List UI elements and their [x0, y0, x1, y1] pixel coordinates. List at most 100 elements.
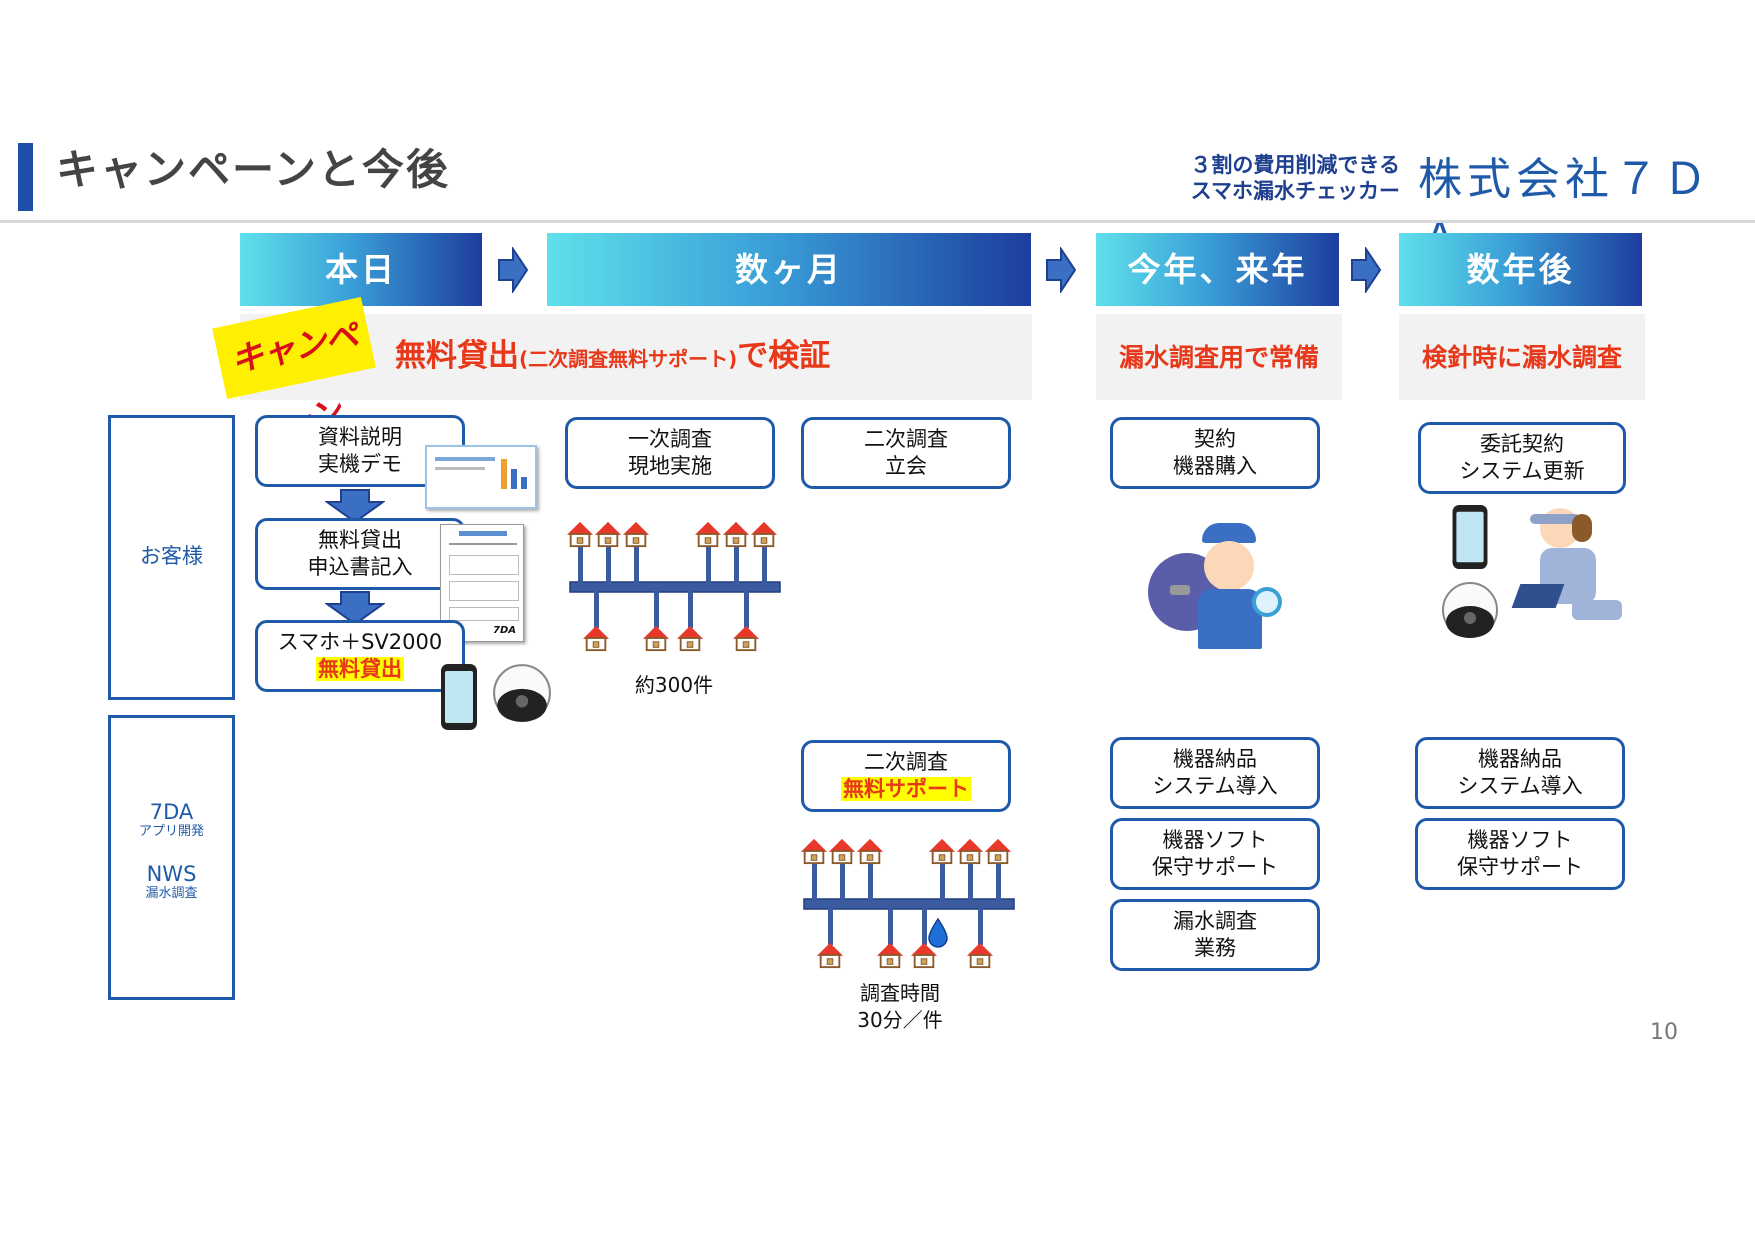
caption-count: 約300件: [634, 673, 714, 697]
box-line: 現地実施: [628, 454, 712, 478]
box-line: スマホ＋SV2000: [277, 630, 443, 654]
pipe-network-diagram: [566, 518, 786, 658]
box-line: 契約: [1194, 427, 1236, 451]
text-years-later: 検針時に漏水調査: [1421, 343, 1622, 372]
page-title: キャンペーンと今後: [56, 145, 450, 194]
arrow-right-icon: [497, 247, 529, 293]
house-icon: [816, 941, 844, 969]
smartphone-icon: [1448, 503, 1492, 571]
lane-customer-label: お客様: [140, 544, 203, 568]
text-this-year: 漏水調査用で常備: [1118, 343, 1319, 372]
banner-years-later: [1399, 314, 1645, 400]
house-icon: [732, 624, 760, 652]
box-line: 機器納品: [1173, 747, 1257, 771]
house-icon: [622, 520, 650, 548]
box-line: 申込書記入: [307, 555, 413, 579]
box-highlight: 無料サポート: [841, 777, 971, 801]
box-free-loan-application: 無料貸出 申込書記入: [255, 518, 465, 590]
document-logo: 7DA: [493, 625, 516, 636]
house-icon: [676, 624, 704, 652]
house-icon: [722, 520, 750, 548]
box-line: 委託契約: [1480, 432, 1564, 456]
phase-years-later: 数年後: [1399, 233, 1642, 306]
house-icon: [566, 520, 594, 548]
house-icon: [750, 520, 778, 548]
lane-nws-sub: 漏水調査: [145, 886, 198, 901]
arrow-right-icon: [1045, 247, 1077, 293]
box-line: 一次調査: [628, 427, 712, 451]
box-line: 機器ソフト: [1467, 828, 1573, 852]
box-delivery-install: 機器納品 システム導入: [1110, 737, 1320, 809]
box-line: 業務: [1194, 936, 1236, 960]
sensor-device-icon: [1440, 580, 1500, 640]
box-line: システム更新: [1459, 459, 1585, 483]
lane-provider-label: 7DA アプリ開発 NWS 漏水調査: [108, 800, 235, 902]
box-delivery-install: 機器納品 システム導入: [1415, 737, 1625, 809]
banner-this-year: [1096, 314, 1342, 400]
box-leak-survey-service: 漏水調査 業務: [1110, 899, 1320, 971]
house-icon: [594, 520, 622, 548]
box-line: 漏水調査: [1173, 909, 1257, 933]
lane-customer: [108, 415, 235, 700]
house-icon: [966, 941, 994, 969]
caption-time: 調査時間 30分／件: [830, 980, 970, 1034]
box-primary-survey: 一次調査 現地実施: [565, 417, 775, 489]
house-icon: [876, 941, 904, 969]
box-smartphone-sv2000: スマホ＋SV2000 無料貸出: [255, 620, 465, 692]
caption-time-line1: 調査時間: [860, 981, 940, 1005]
campaign-text: 無料貸出(二次調査無料サポート)で検証: [395, 334, 915, 381]
box-line: 二次調査: [864, 427, 948, 451]
inspector-icon: [1510, 500, 1630, 630]
box-line: 資料説明: [318, 425, 402, 449]
box-line: 機器納品: [1478, 747, 1562, 771]
arrow-right-icon: [1350, 247, 1382, 293]
lane-nws: NWS: [146, 862, 197, 886]
box-secondary-survey-support: 二次調査 無料サポート: [801, 740, 1011, 812]
box-line: システム導入: [1152, 774, 1278, 798]
box-contract-purchase: 契約 機器購入: [1110, 417, 1320, 489]
header-divider: [0, 220, 1755, 223]
box-line: システム導入: [1457, 774, 1583, 798]
tagline: ３割の費用削減できる スマホ漏水チェッカー: [1168, 152, 1400, 204]
box-line: 実機デモ: [318, 452, 402, 476]
house-icon: [856, 837, 884, 865]
box-secondary-survey-attend: 二次調査 立会: [801, 417, 1011, 489]
house-icon: [800, 837, 828, 865]
phase-months: 数ヶ月: [547, 233, 1031, 306]
worker-icon: [1140, 505, 1290, 655]
phase-today: 本日: [240, 233, 482, 306]
pipe-network-diagram: [800, 835, 1020, 975]
page-number: 10: [1650, 1020, 1678, 1045]
box-maintenance-support: 機器ソフト 保守サポート: [1415, 818, 1625, 890]
tagline-line1: ３割の費用削減できる: [1190, 153, 1400, 177]
box-maintenance-support: 機器ソフト 保守サポート: [1110, 818, 1320, 890]
campaign-main-a: 無料貸出: [395, 338, 519, 374]
sensor-device-icon: [491, 662, 553, 724]
lane-7da-sub: アプリ開発: [138, 824, 204, 839]
campaign-main-c: で検証: [737, 338, 831, 374]
box-line: 無料貸出: [318, 528, 402, 552]
box-line: 二次調査: [864, 750, 948, 774]
house-icon: [582, 624, 610, 652]
box-highlight: 無料貸出: [316, 657, 404, 681]
box-outsourcing-contract: 委託契約 システム更新: [1418, 422, 1626, 494]
house-icon: [694, 520, 722, 548]
lane-7da: 7DA: [149, 800, 194, 824]
caption-time-line2: 30分／件: [857, 1008, 943, 1032]
house-icon: [956, 837, 984, 865]
box-line: 機器購入: [1173, 454, 1257, 478]
brochure-thumbnail: [425, 445, 537, 509]
house-icon: [828, 837, 856, 865]
lane-provider: [108, 715, 235, 1000]
title-accent-bar: [18, 143, 33, 211]
smartphone-icon: [437, 662, 481, 732]
house-icon: [642, 624, 670, 652]
box-line: 機器ソフト: [1162, 828, 1268, 852]
house-icon: [928, 837, 956, 865]
box-line: 立会: [885, 454, 927, 478]
phase-this-year: 今年、来年: [1096, 233, 1339, 306]
campaign-main-b: (二次調査無料サポート): [519, 347, 738, 371]
box-line: 保守サポート: [1457, 855, 1583, 879]
house-icon: [984, 837, 1012, 865]
tagline-line2: スマホ漏水チェッカー: [1190, 179, 1400, 203]
